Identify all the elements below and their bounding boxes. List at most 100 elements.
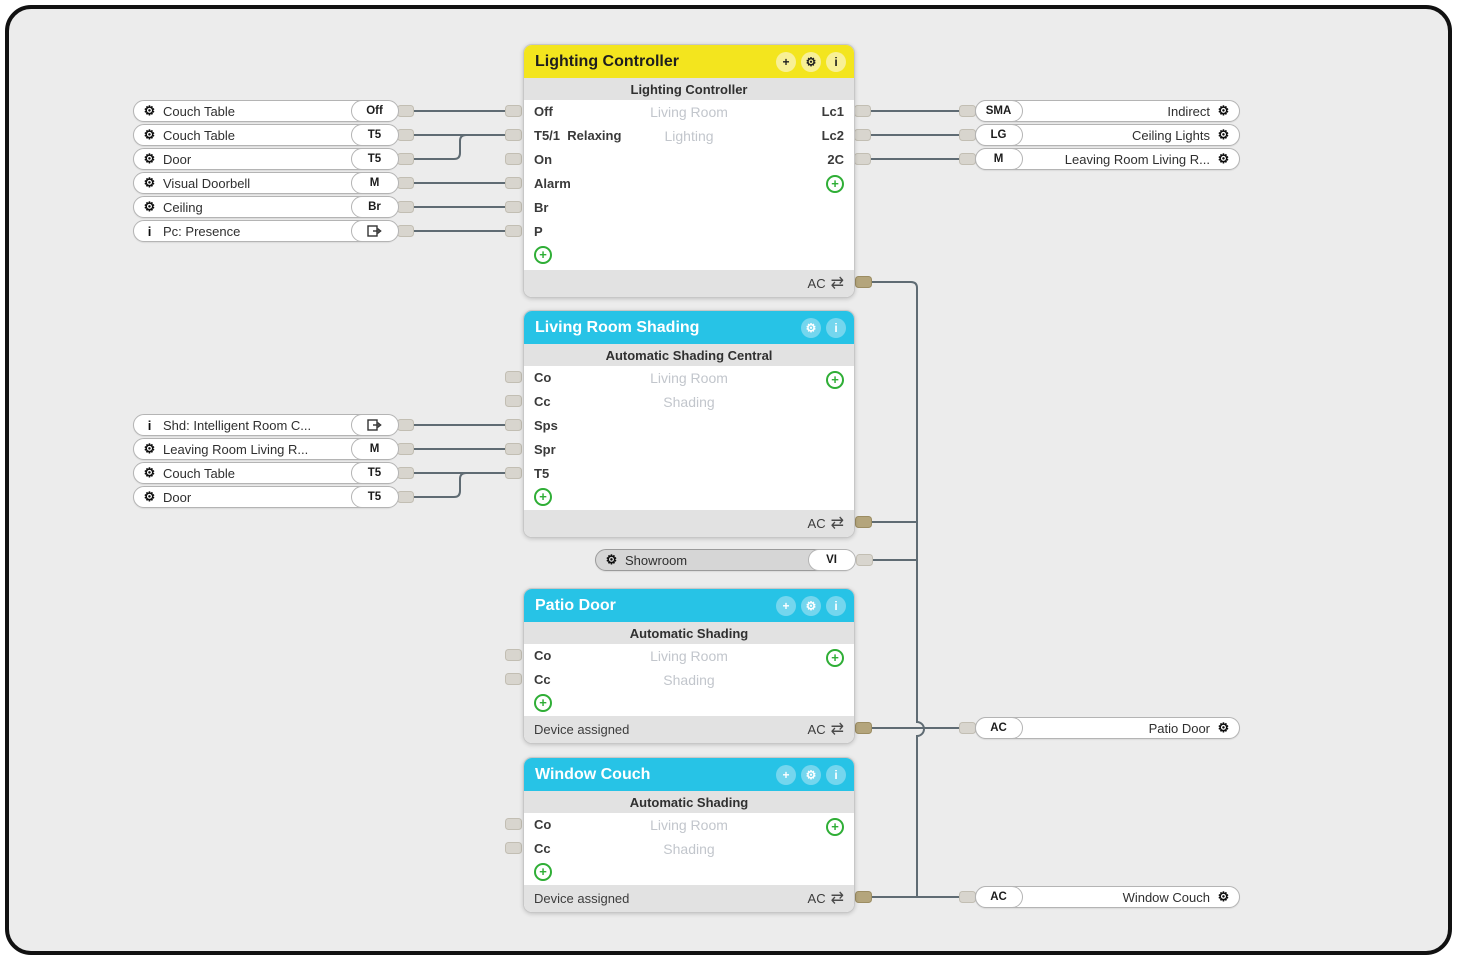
- connector-ac[interactable]: [855, 891, 872, 903]
- connector[interactable]: [854, 153, 871, 165]
- connector[interactable]: [397, 201, 414, 213]
- add-button[interactable]: +: [776, 764, 796, 785]
- add-input-button[interactable]: +: [534, 694, 552, 712]
- input-on[interactable]: On: [534, 152, 553, 167]
- input-co[interactable]: Co: [534, 817, 552, 832]
- block-header[interactable]: Patio Door + ⚙ i: [524, 589, 854, 622]
- pill-couch-table-t5[interactable]: ⚙ Couch Table T5: [133, 124, 399, 146]
- connector[interactable]: [397, 443, 414, 455]
- input-alarm[interactable]: Alarm: [534, 176, 571, 191]
- settings-button[interactable]: ⚙: [801, 51, 821, 72]
- ac-label[interactable]: AC: [807, 276, 826, 291]
- output-2c[interactable]: 2C: [827, 152, 844, 167]
- input-cc[interactable]: Cc: [534, 672, 551, 687]
- connector[interactable]: [505, 177, 522, 189]
- ac-label[interactable]: AC: [807, 516, 826, 531]
- info-button[interactable]: i: [826, 51, 846, 72]
- add-output-button[interactable]: +: [826, 371, 844, 389]
- connector[interactable]: [505, 129, 522, 141]
- connector-ac[interactable]: [855, 516, 872, 528]
- add-output-button[interactable]: +: [826, 175, 844, 193]
- pill-leaving-room[interactable]: ⚙ Leaving Room Living R... M: [133, 438, 399, 460]
- connector[interactable]: [856, 554, 873, 566]
- input-co[interactable]: Co: [534, 648, 552, 663]
- connector[interactable]: [505, 371, 522, 383]
- output-lc2[interactable]: Lc2: [821, 128, 844, 143]
- input-sps[interactable]: Sps: [534, 418, 558, 433]
- connector[interactable]: [854, 105, 871, 117]
- pill-ac-window-couch[interactable]: AC Window Couch ⚙: [974, 886, 1240, 908]
- add-output-button[interactable]: +: [826, 818, 844, 836]
- connector[interactable]: [959, 722, 976, 734]
- pill-ceiling[interactable]: ⚙ Ceiling Br: [133, 196, 399, 218]
- add-input-button[interactable]: +: [534, 488, 552, 506]
- pill-shd-intelligent-room[interactable]: i Shd: Intelligent Room C...: [133, 414, 399, 436]
- block-header[interactable]: Window Couch + ⚙ i: [524, 758, 854, 791]
- ac-label[interactable]: AC: [807, 891, 826, 906]
- pill-door-t5-shading[interactable]: ⚙ Door T5: [133, 486, 399, 508]
- pill-m-leaving-room[interactable]: M Leaving Room Living R... ⚙: [974, 148, 1240, 170]
- settings-button[interactable]: ⚙: [801, 764, 821, 785]
- connector[interactable]: [397, 491, 414, 503]
- connector[interactable]: [505, 201, 522, 213]
- input-cc[interactable]: Cc: [534, 394, 551, 409]
- connector[interactable]: [505, 419, 522, 431]
- connector-ac[interactable]: [855, 276, 872, 288]
- connector[interactable]: [505, 225, 522, 237]
- connector[interactable]: [959, 105, 976, 117]
- connector[interactable]: [505, 395, 522, 407]
- connector[interactable]: [397, 225, 414, 237]
- connector-ac[interactable]: [855, 722, 872, 734]
- pill-couch-table-off[interactable]: ⚙ Couch Table Off: [133, 100, 399, 122]
- connector[interactable]: [397, 177, 414, 189]
- connector[interactable]: [505, 105, 522, 117]
- add-input-button[interactable]: +: [534, 863, 552, 881]
- connector[interactable]: [854, 129, 871, 141]
- block-header[interactable]: Living Room Shading ⚙ i: [524, 311, 854, 344]
- block-lighting-controller[interactable]: Lighting Controller + ⚙ i Lighting Contr…: [523, 44, 855, 298]
- input-co[interactable]: Co: [534, 370, 552, 385]
- pill-showroom[interactable]: ⚙ Showroom VI: [595, 549, 856, 571]
- info-button[interactable]: i: [826, 317, 846, 338]
- add-output-button[interactable]: +: [826, 649, 844, 667]
- info-button[interactable]: i: [826, 764, 846, 785]
- settings-button[interactable]: ⚙: [801, 317, 821, 338]
- connector[interactable]: [959, 153, 976, 165]
- connector[interactable]: [397, 153, 414, 165]
- block-header[interactable]: Lighting Controller + ⚙ i: [524, 45, 854, 78]
- add-button[interactable]: +: [776, 51, 796, 72]
- pill-pc-presence[interactable]: i Pc: Presence: [133, 220, 399, 242]
- info-button[interactable]: i: [826, 595, 846, 616]
- output-lc1[interactable]: Lc1: [821, 104, 844, 119]
- connector[interactable]: [505, 818, 522, 830]
- input-br[interactable]: Br: [534, 200, 549, 215]
- input-off[interactable]: Off: [534, 104, 553, 119]
- add-input-button[interactable]: +: [534, 246, 552, 264]
- connector[interactable]: [959, 129, 976, 141]
- input-p[interactable]: P: [534, 224, 543, 239]
- input-t51[interactable]: T5/1 Relaxing: [534, 128, 622, 143]
- pill-visual-doorbell[interactable]: ⚙ Visual Doorbell M: [133, 172, 399, 194]
- input-spr[interactable]: Spr: [534, 442, 556, 457]
- connector[interactable]: [505, 673, 522, 685]
- block-living-room-shading[interactable]: Living Room Shading ⚙ i Automatic Shadin…: [523, 310, 855, 538]
- connector[interactable]: [959, 891, 976, 903]
- connector[interactable]: [505, 467, 522, 479]
- pill-sma-indirect[interactable]: SMA Indirect ⚙: [974, 100, 1240, 122]
- pill-lg-ceiling-lights[interactable]: LG Ceiling Lights ⚙: [974, 124, 1240, 146]
- connector[interactable]: [397, 419, 414, 431]
- connector[interactable]: [505, 649, 522, 661]
- input-cc[interactable]: Cc: [534, 841, 551, 856]
- connector[interactable]: [397, 105, 414, 117]
- ac-label[interactable]: AC: [807, 722, 826, 737]
- pill-door-t5[interactable]: ⚙ Door T5: [133, 148, 399, 170]
- connector[interactable]: [505, 443, 522, 455]
- pill-ac-patio-door[interactable]: AC Patio Door ⚙: [974, 717, 1240, 739]
- input-t5[interactable]: T5: [534, 466, 550, 481]
- connector[interactable]: [397, 129, 414, 141]
- connector[interactable]: [505, 153, 522, 165]
- connector[interactable]: [397, 467, 414, 479]
- add-button[interactable]: +: [776, 595, 796, 616]
